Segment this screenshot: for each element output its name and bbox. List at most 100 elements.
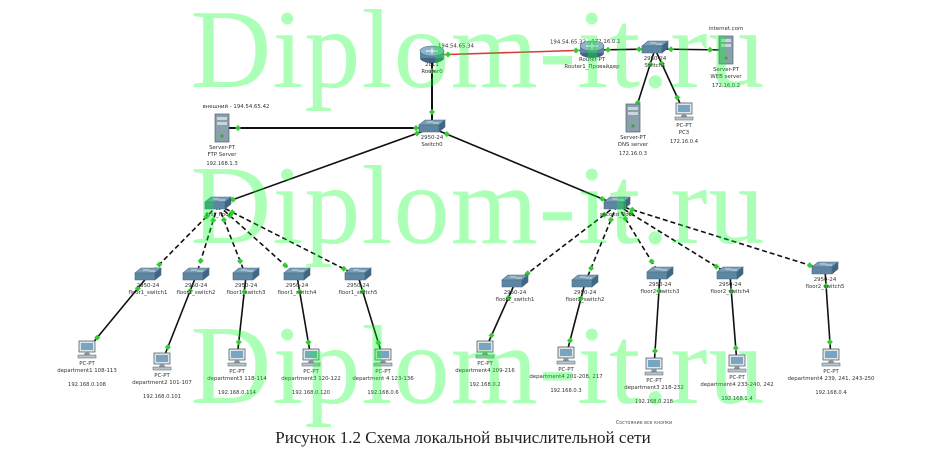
device-ip-label: 192.168.0.114 <box>218 390 257 396</box>
device-name-label: floor2_switch2 <box>566 297 605 303</box>
port-status-icon <box>577 295 584 302</box>
pc-icon <box>475 340 495 359</box>
device-name-label: department4 239, 241, 243-250 <box>788 376 876 382</box>
port-status-icon <box>229 209 236 216</box>
device-name-label: FTP Server <box>208 152 238 158</box>
port-status-icon <box>655 287 662 294</box>
link-f1s1-pc_d1 <box>86 275 149 351</box>
port-status-icon <box>197 257 204 264</box>
pc-icon <box>373 348 393 367</box>
switch-icon <box>232 267 260 281</box>
link-first_floor-f1s2 <box>195 204 219 277</box>
device-ip-label: 172.16.0.4 <box>670 139 699 145</box>
device-name-label: department4 201-208, 217 <box>529 374 602 380</box>
copper-cable <box>565 282 586 357</box>
device-name-label: floor2_switch4 <box>711 289 751 295</box>
device-ip-label: 172.16.0.2 <box>712 83 740 89</box>
device-ip-label: 192.168.0.6 <box>367 390 398 396</box>
port-status-icon <box>375 339 382 346</box>
figure-caption: Рисунок 1.2 Схема локальной вычислительн… <box>275 428 651 447</box>
serial-cable <box>431 49 593 56</box>
device-model-label: Router-PT <box>579 57 606 63</box>
port-status-icon <box>359 288 366 295</box>
device-model-label: Server-PT <box>209 145 236 151</box>
port-status-icon <box>164 344 171 351</box>
device-model-label: 2950-24 <box>719 282 742 288</box>
port-status-icon <box>340 265 347 272</box>
copper-cable <box>584 204 618 284</box>
port-status-icon <box>658 60 665 67</box>
link-switch_top-pc3 <box>654 48 685 113</box>
link-f1s3-pc_d3 <box>235 275 248 359</box>
port-status-icon <box>134 285 141 292</box>
device-model-label: PC-PT <box>823 369 839 375</box>
device-model-label: 2950-24 <box>286 283 309 289</box>
device-ip-label: 192.168.0.101 <box>143 394 181 400</box>
device-name-label: first_floor <box>205 212 231 218</box>
device-ip-label: 192.168.1.3 <box>206 161 237 167</box>
link-f2s1-pc_d6 <box>484 282 516 351</box>
device-ip-label: 192.168.0.4 <box>815 390 847 396</box>
port-status-icon <box>604 46 611 53</box>
port-status-icon <box>241 288 248 295</box>
device-model-label: 2950-24 <box>814 277 837 283</box>
port-status-icon <box>413 130 420 137</box>
port-status-icon <box>444 51 451 58</box>
link-f2s3-pc_d8 <box>652 274 662 368</box>
copper-cable <box>217 127 433 206</box>
port-status-icon <box>282 262 289 269</box>
link-f1s4-pc_d4 <box>296 275 312 359</box>
port-status-icon <box>629 206 636 213</box>
port-status-icon <box>296 288 303 295</box>
device-name-label: department3 218-232 <box>624 385 684 391</box>
link-f1s5-pc_d5 <box>357 275 384 359</box>
device-name-label: floor2_switch5 <box>806 284 845 290</box>
device-ip-label: 192.168.1.4 <box>721 396 753 402</box>
device-ip-label: 192.168.0.218 <box>635 399 673 405</box>
router-icon <box>419 45 445 63</box>
port-status-icon <box>235 339 242 346</box>
node-second-floor[interactable]: second_floor <box>600 196 635 218</box>
device-name-label: Switch0 <box>421 142 443 148</box>
link-second_floor-f2s2 <box>584 204 618 284</box>
device-name-label: department3 118-114 <box>207 376 267 382</box>
switch-icon <box>204 196 232 210</box>
device-name-label: department4 209-216 <box>455 368 515 374</box>
device-model-label: Server-PT <box>620 135 647 141</box>
switch-icon <box>641 40 669 54</box>
server-icon <box>214 113 230 143</box>
port-status-icon <box>647 61 654 68</box>
port-status-icon <box>667 46 674 53</box>
node-first-floor[interactable]: first_floor <box>204 196 232 218</box>
